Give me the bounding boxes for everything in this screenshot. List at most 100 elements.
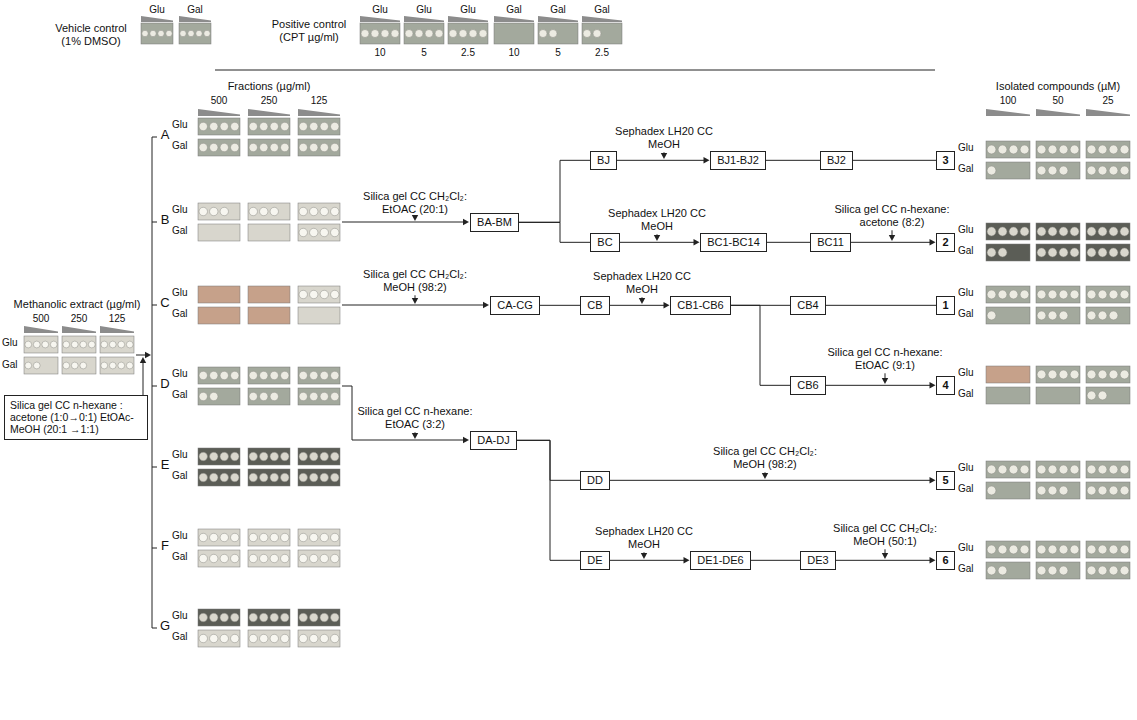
yeast-spot xyxy=(320,634,328,642)
spot-plate xyxy=(248,367,290,384)
box-text: DE xyxy=(587,554,602,566)
yeast-spot xyxy=(199,452,207,460)
row-label: Gal xyxy=(172,631,196,643)
spot-plate xyxy=(1086,387,1130,404)
plate-background xyxy=(1036,562,1080,579)
spot-plate xyxy=(248,550,290,567)
feed-line xyxy=(143,362,144,395)
spot-plate xyxy=(198,307,240,324)
yeast-spot xyxy=(1120,145,1129,154)
yeast-spot xyxy=(549,30,557,38)
yeast-spot xyxy=(33,362,40,369)
yeast-spot xyxy=(331,634,339,642)
row-label: Gal xyxy=(2,359,22,371)
yeast-spot xyxy=(310,122,318,130)
spot-plate xyxy=(198,224,240,241)
spot-plate xyxy=(198,388,240,405)
plate-background xyxy=(1036,482,1080,499)
yeast-spot xyxy=(331,122,339,130)
connector-line xyxy=(617,160,705,161)
yeast-spot xyxy=(1048,465,1057,474)
spot-plate xyxy=(24,336,58,353)
yeast-spot xyxy=(310,207,318,215)
row-label: Glu xyxy=(958,142,984,154)
column-label: Glu xyxy=(360,4,400,16)
yeast-spot xyxy=(1098,311,1107,320)
step-note: Silica gel CC CH₂Cl₂: EtOAC (20:1) xyxy=(355,190,475,215)
connector xyxy=(751,560,800,561)
spot-plate xyxy=(986,366,1030,383)
column-label: Gal xyxy=(538,4,578,16)
method-box: Silica gel CC n-hexane : acetone (1:0→0:… xyxy=(4,395,148,440)
plate-background xyxy=(1036,286,1080,303)
yeast-spot xyxy=(1098,391,1107,400)
yeast-spot xyxy=(270,371,278,379)
yeast-spot xyxy=(998,227,1007,236)
yeast-spot xyxy=(270,143,278,151)
yeast-spot xyxy=(320,122,328,130)
yeast-spot xyxy=(231,122,239,130)
yeast-spot xyxy=(1037,166,1046,175)
yeast-spot xyxy=(199,554,207,562)
yeast-spot xyxy=(331,371,339,379)
compound-number-box: 3 xyxy=(936,151,955,170)
fraction-box: BJ xyxy=(590,151,617,170)
yeast-spot xyxy=(1059,248,1068,257)
spot-plate xyxy=(986,286,1030,303)
connector-line xyxy=(610,560,685,561)
plate-background xyxy=(298,286,340,303)
box-text: DD xyxy=(587,474,603,486)
plate-background xyxy=(1086,141,1130,158)
plate-background xyxy=(1086,387,1130,404)
plate-background xyxy=(986,541,1030,558)
plate-background xyxy=(298,139,340,156)
yeast-spot xyxy=(299,371,307,379)
connector xyxy=(731,305,790,385)
yeast-spot xyxy=(199,392,207,400)
yeast-spot xyxy=(1037,248,1046,257)
spot-plate xyxy=(179,23,211,44)
yeast-spot xyxy=(310,143,318,151)
spot-plate xyxy=(298,118,340,135)
yeast-spot xyxy=(320,452,328,460)
box-text: CA-CG xyxy=(497,299,532,311)
yeast-spot xyxy=(1048,166,1057,175)
spot-plate xyxy=(1036,307,1080,324)
dilution-wedge xyxy=(198,109,240,116)
spot-plate xyxy=(248,307,290,324)
column-label: 10 xyxy=(494,47,534,59)
yeast-spot xyxy=(310,554,318,562)
row-label: Gal xyxy=(172,551,196,563)
column-label: 100 xyxy=(986,95,1030,107)
tree-branch xyxy=(152,137,157,138)
spot-plate xyxy=(986,141,1030,158)
column-label: Glu xyxy=(448,4,488,16)
connector xyxy=(620,239,700,245)
yeast-spot xyxy=(281,533,289,541)
yeast-spot xyxy=(210,143,218,151)
yeast-spot xyxy=(331,473,339,481)
plate-background xyxy=(494,23,534,44)
connector-line xyxy=(517,440,580,480)
plate-background xyxy=(198,529,240,546)
yeast-spot xyxy=(1120,545,1129,554)
step-arrowhead xyxy=(412,433,418,439)
dilution-wedge xyxy=(404,16,444,22)
plate-background xyxy=(986,366,1030,383)
yeast-spot xyxy=(1048,486,1057,495)
plate-background xyxy=(248,367,290,384)
yeast-spot xyxy=(1098,566,1107,575)
yeast-spot xyxy=(299,634,307,642)
yeast-spot xyxy=(150,30,156,36)
spot-plate xyxy=(1086,244,1130,261)
spot-plate xyxy=(62,357,96,374)
plate-background xyxy=(298,448,340,465)
dilution-wedge xyxy=(986,109,1030,116)
plate-background xyxy=(248,609,290,626)
spot-plate xyxy=(298,139,340,156)
spot-plate xyxy=(1086,461,1130,478)
connector xyxy=(853,160,936,161)
tree-branch xyxy=(152,548,157,549)
spot-plate xyxy=(298,529,340,546)
